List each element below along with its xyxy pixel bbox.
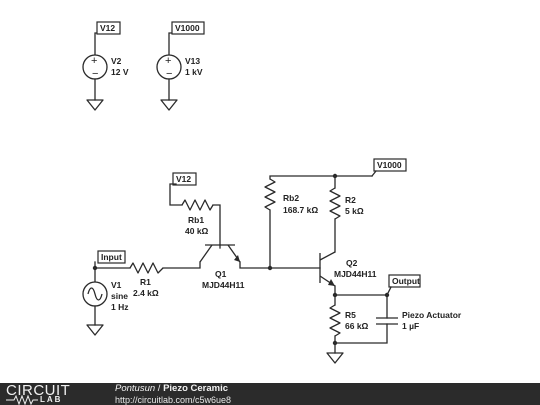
rb1-resistor[interactable]	[169, 183, 221, 246]
resistor-logo-icon	[6, 395, 38, 405]
r5-resistor[interactable]	[326, 294, 344, 364]
rb2-resistor[interactable]	[264, 175, 336, 211]
circuit-url[interactable]: http://circuitlab.com/c5w6ue8	[115, 395, 232, 405]
q2-transistor[interactable]	[319, 251, 336, 296]
net-label-text: Input	[101, 252, 122, 262]
author-link[interactable]: Pontusun	[115, 383, 156, 394]
circuit-title[interactable]: Piezo Ceramic	[163, 383, 229, 394]
ground-icon	[86, 324, 104, 336]
r2-name: R2	[345, 195, 356, 205]
q2-name: Q2	[346, 258, 358, 268]
q1-value: MJD44H11	[202, 280, 245, 290]
piezo-name: Piezo Actuator	[402, 310, 462, 320]
net-label-v1000-main[interactable]: V1000	[371, 158, 407, 177]
v13-value: 1 kV	[185, 67, 203, 77]
r1-value: 2.4 kΩ	[133, 288, 159, 298]
net-label-v12-rb1[interactable]: V12	[172, 172, 197, 186]
junction-dot	[267, 265, 273, 271]
separator: /	[155, 383, 164, 394]
v13-source[interactable]: + −	[156, 32, 182, 111]
v1-value: sine	[111, 291, 128, 301]
net-label-output[interactable]: Output	[386, 274, 421, 296]
logo-text-bottom: LAB	[40, 395, 63, 404]
schematic-canvas: + − V12 V2 12 V + − V1000 V13 1 kV V12 R…	[82, 21, 462, 364]
q1-name: Q1	[215, 269, 227, 279]
v1-frequency: 1 Hz	[111, 302, 128, 312]
circuit-credit: Pontusun / Piezo Ceramic	[115, 384, 228, 394]
q1-transistor[interactable]	[162, 244, 321, 269]
emitter-arrow-icon	[234, 255, 240, 262]
r2-resistor[interactable]	[329, 175, 341, 253]
r1-resistor[interactable]	[94, 262, 164, 274]
footer-bar: CIRCUIT LAB Pontusun / Piezo Ceramic htt…	[0, 382, 540, 405]
minus-sign: −	[92, 68, 98, 80]
r1-name: R1	[140, 277, 151, 287]
v2-value: 12 V	[111, 67, 129, 77]
ground-icon	[160, 99, 178, 111]
v2-name: V2	[111, 56, 122, 66]
emitter-arrow-icon	[328, 279, 335, 286]
r2-value: 5 kΩ	[345, 206, 364, 216]
plus-sign: +	[165, 55, 171, 67]
rb2-value: 168.7 kΩ	[283, 205, 318, 215]
net-label-text: V1000	[377, 160, 402, 170]
v13-name: V13	[185, 56, 200, 66]
net-label-input[interactable]: Input	[97, 250, 126, 264]
r5-name: R5	[345, 310, 356, 320]
net-label-v1000-top[interactable]: V1000	[171, 21, 205, 35]
r5-value: 66 kΩ	[345, 321, 369, 331]
net-label-v12-top[interactable]: V12	[96, 21, 121, 35]
net-label-text: V1000	[175, 23, 200, 33]
circuitlab-logo[interactable]: CIRCUIT LAB	[6, 382, 106, 405]
v1-sine-source[interactable]	[82, 281, 108, 336]
rb1-value: 40 kΩ	[185, 226, 209, 236]
ground-icon	[326, 352, 344, 364]
v1-name: V1	[111, 280, 122, 290]
net-label-text: V12	[100, 23, 115, 33]
junction-dot	[332, 340, 338, 346]
net-label-text: V12	[176, 174, 191, 184]
sine-wave-icon	[87, 287, 103, 301]
piezo-value: 1 µF	[402, 321, 419, 331]
net-label-text: Output	[392, 276, 420, 286]
rb1-name: Rb1	[188, 215, 204, 225]
plus-sign: +	[91, 55, 97, 67]
q2-value: MJD44H11	[334, 269, 377, 279]
piezo-capacitor[interactable]	[334, 294, 398, 344]
minus-sign: −	[166, 68, 172, 80]
rb2-name: Rb2	[283, 193, 299, 203]
ground-icon	[86, 99, 104, 111]
v2-source[interactable]: + −	[82, 32, 110, 111]
